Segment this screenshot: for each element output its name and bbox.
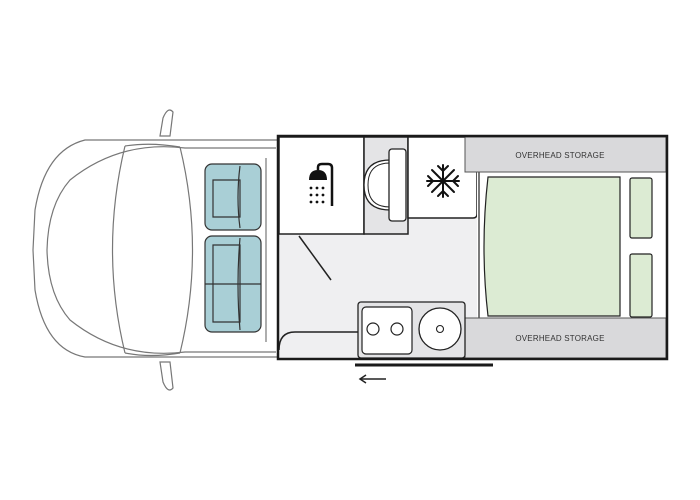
cushion-bottom <box>629 253 653 318</box>
mirror-right <box>159 361 174 391</box>
toilet <box>363 148 407 222</box>
hob <box>361 306 413 355</box>
burner-2 <box>390 322 404 336</box>
camper-walls <box>276 134 669 361</box>
burner-1 <box>366 322 380 336</box>
overhead-storage-top-label: OVERHEAD STORAGE <box>515 151 604 160</box>
overhead-storage-bottom-label: OVERHEAD STORAGE <box>515 334 604 343</box>
bathroom-door[interactable] <box>298 235 332 281</box>
overhead-storage-bottom: OVERHEAD STORAGE <box>464 317 667 359</box>
bed <box>483 176 621 317</box>
arrow-left-icon <box>358 374 386 384</box>
mirror-left <box>159 109 174 137</box>
cushion-top <box>629 177 653 239</box>
shower-icon <box>309 162 334 206</box>
sink-drain <box>435 324 445 334</box>
snowflake-icon <box>426 164 460 198</box>
bathroom <box>278 136 365 235</box>
overhead-storage-top: OVERHEAD STORAGE <box>464 136 667 173</box>
vehicle-cab <box>32 109 278 391</box>
cab-seats <box>204 163 262 333</box>
